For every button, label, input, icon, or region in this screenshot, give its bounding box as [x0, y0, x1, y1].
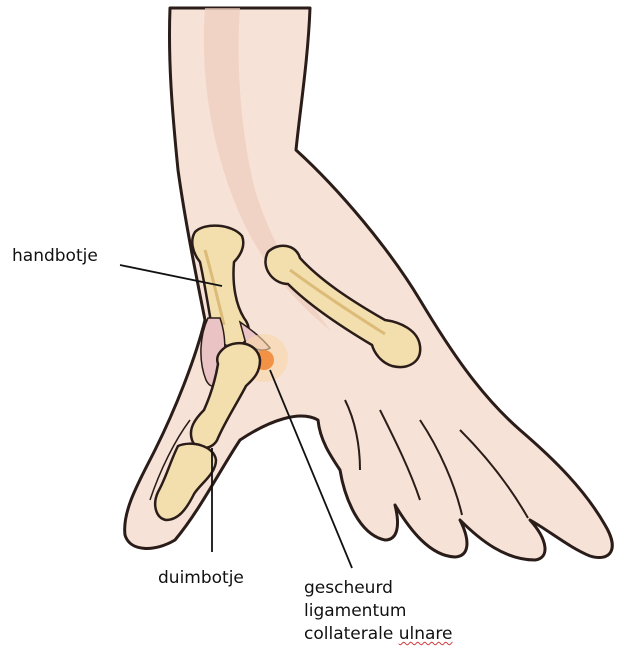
label-torn-ligament-line2: ligamentum [304, 600, 453, 623]
label-torn-ligament-word-ulnare: ulnare [399, 624, 453, 644]
label-hand-bone: handbotje [12, 245, 98, 268]
label-torn-ligament-line1: gescheurd [304, 577, 453, 600]
label-torn-ligament-word-collaterale: collaterale [304, 624, 393, 644]
label-torn-ligament: gescheurd ligamentum collaterale ulnare [304, 577, 453, 646]
label-thumb-bone: duimbotje [158, 567, 244, 590]
label-torn-ligament-line3: collaterale ulnare [304, 623, 453, 646]
